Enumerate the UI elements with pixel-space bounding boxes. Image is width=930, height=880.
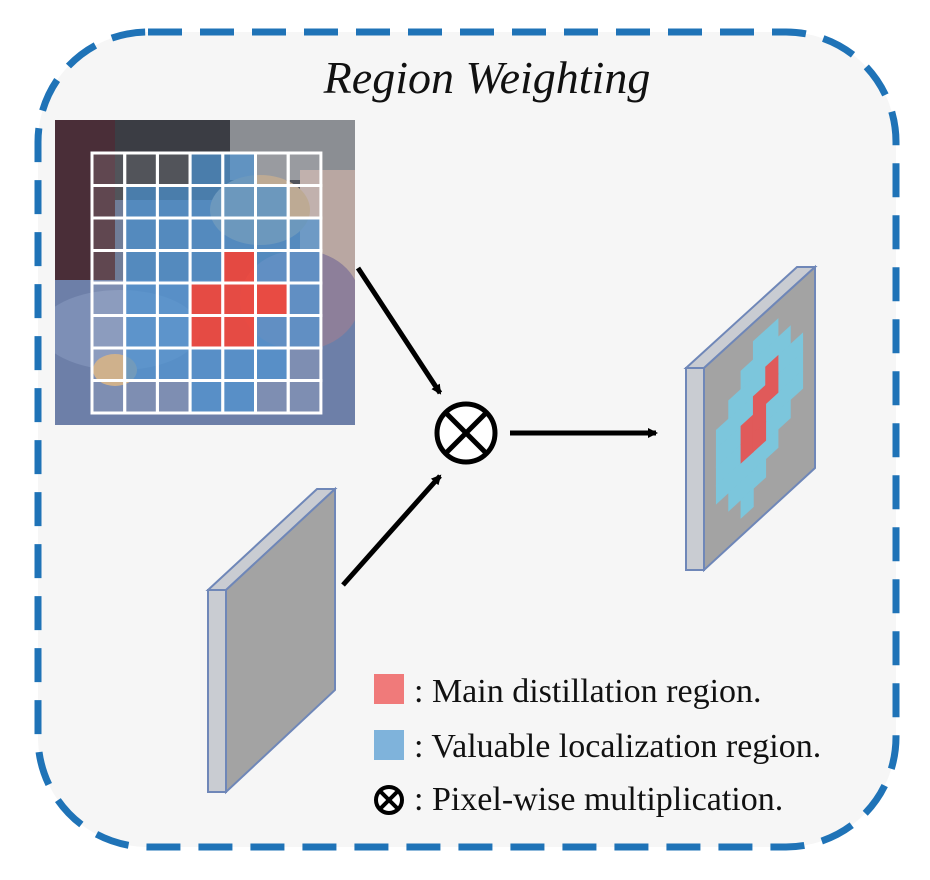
grid-cell [286, 281, 323, 317]
arrow-image-to-op [355, 266, 443, 395]
legend-multiply-label: : Pixel-wise multiplication. [414, 781, 783, 818]
grid-cell [123, 314, 159, 350]
output-main-cell [752, 421, 767, 453]
legend: : Main distillation region. : Valuable l… [374, 673, 821, 818]
grid-cell [286, 249, 323, 285]
grid-cell [90, 314, 127, 350]
grid-cell [254, 249, 290, 285]
output-valuable-cell [777, 398, 791, 431]
grid-cell [221, 314, 258, 350]
legend-valuable-label: : Valuable localization region. [414, 728, 821, 765]
grid-cell [221, 216, 258, 252]
grid-cell [286, 216, 323, 252]
grid-cell [123, 151, 159, 187]
grid-cell [90, 151, 127, 187]
grid-cell [123, 216, 159, 252]
feature-map-side [207, 589, 227, 793]
grid-cell [188, 281, 225, 317]
pixel-wise-multiply-operator [434, 401, 498, 465]
output-valuable-cell [752, 457, 767, 490]
grid-cell [155, 314, 192, 350]
grid-cell [188, 184, 225, 220]
grid-cell [221, 249, 258, 285]
grid-cell [188, 346, 225, 382]
grid-cell [286, 151, 323, 187]
grid-cell [188, 249, 225, 285]
grid-cell [188, 151, 225, 187]
grid-cell [221, 346, 258, 382]
grid-cell [123, 184, 159, 220]
output-valuable-cell [765, 428, 779, 460]
diagram-title: Region Weighting [323, 52, 651, 103]
grid-cell [123, 346, 159, 382]
grid-cell [90, 346, 127, 382]
grid-cell [221, 184, 258, 220]
output-main-cell [765, 373, 779, 405]
grid-cell [90, 379, 127, 415]
grid-cell [254, 151, 290, 187]
output-map-side [685, 367, 705, 571]
output-region-cells [715, 318, 804, 519]
grid-cell [90, 216, 127, 252]
legend-valuable-swatch [374, 730, 404, 760]
grid-cell [254, 216, 290, 252]
grid-cell [188, 314, 225, 350]
grid-cell [286, 184, 323, 220]
legend-main-swatch [374, 674, 404, 704]
grid-cell [90, 249, 127, 285]
grid-cell [155, 249, 192, 285]
legend-main-label: : Main distillation region. [414, 673, 762, 710]
grid-cell [286, 314, 323, 350]
grid-cell [286, 346, 323, 382]
output-valuable-cell [740, 487, 754, 519]
grid-cell [188, 379, 225, 415]
input-grid-overlay [90, 151, 323, 415]
grid-cell [123, 379, 159, 415]
grid-cell [123, 281, 159, 317]
grid-cell [221, 379, 258, 415]
grid-cell [155, 184, 192, 220]
grid-cell [155, 216, 192, 252]
grid-cell [254, 314, 290, 350]
feature-map-face [225, 486, 336, 795]
grid-cell [286, 379, 323, 415]
grid-cell [221, 281, 258, 317]
grid-cell [123, 249, 159, 285]
output-valuable-cell [789, 369, 804, 401]
input-feature-map [205, 486, 338, 795]
grid-cell [254, 346, 290, 382]
grid-cell [90, 281, 127, 317]
grid-cell [254, 281, 290, 317]
grid-cell [155, 346, 192, 382]
arrow-featuremap-to-op [341, 474, 442, 587]
grid-cell [155, 151, 192, 187]
grid-cell [188, 216, 225, 252]
grid-cell [254, 184, 290, 220]
grid-cell [155, 379, 192, 415]
grid-cell [221, 151, 258, 187]
output-feature-map [683, 264, 818, 573]
grid-cell [254, 379, 290, 415]
multiply-icon [374, 785, 404, 815]
grid-cell [90, 184, 127, 220]
grid-cell [155, 281, 192, 317]
